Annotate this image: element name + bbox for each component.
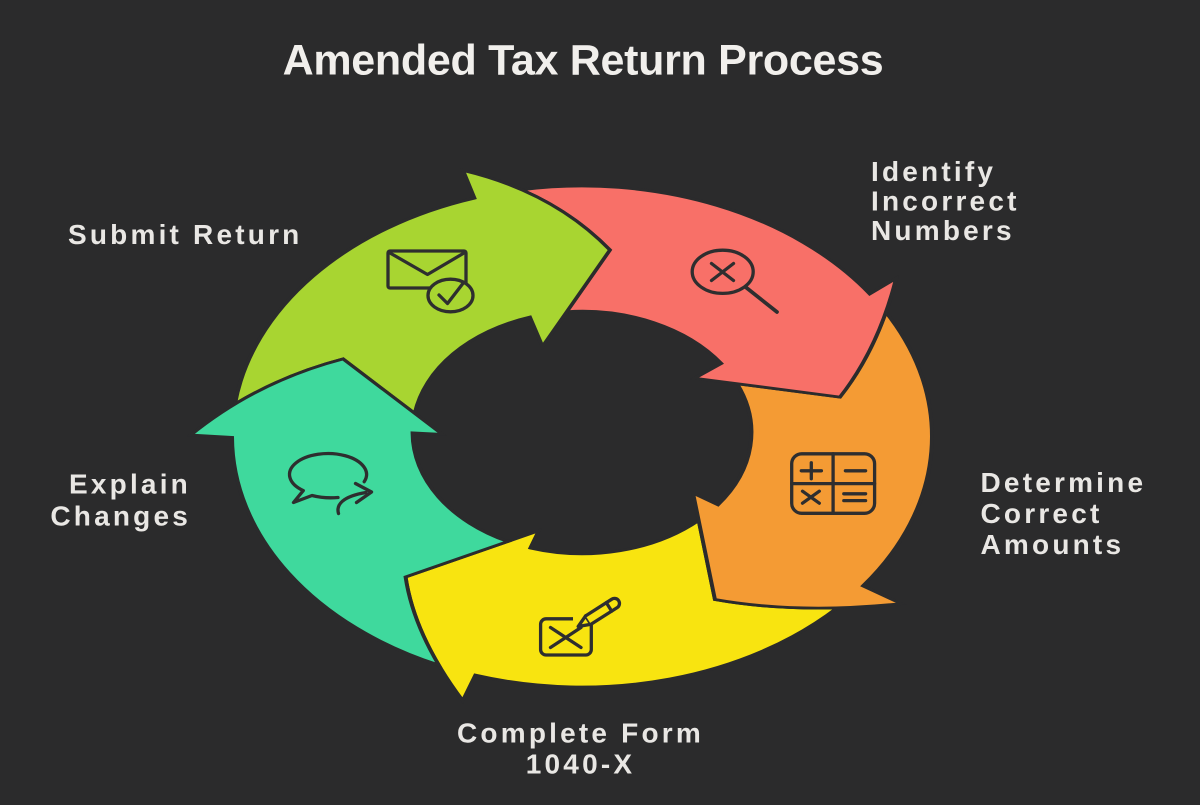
svg-text:Explain: Explain — [69, 468, 191, 499]
svg-text:Correct: Correct — [981, 498, 1103, 529]
svg-text:Submit Return: Submit Return — [68, 219, 302, 250]
svg-text:Determine: Determine — [981, 467, 1147, 498]
svg-text:Incorrect: Incorrect — [871, 185, 1020, 216]
svg-text:Changes: Changes — [50, 501, 191, 532]
svg-text:Numbers: Numbers — [871, 215, 1015, 246]
svg-text:Amounts: Amounts — [981, 529, 1125, 560]
svg-text:Amended Tax Return Process: Amended Tax Return Process — [283, 37, 884, 85]
svg-text:1040-X: 1040-X — [526, 748, 636, 779]
svg-text:Complete Form: Complete Form — [457, 718, 704, 749]
svg-text:Identify: Identify — [871, 156, 996, 187]
